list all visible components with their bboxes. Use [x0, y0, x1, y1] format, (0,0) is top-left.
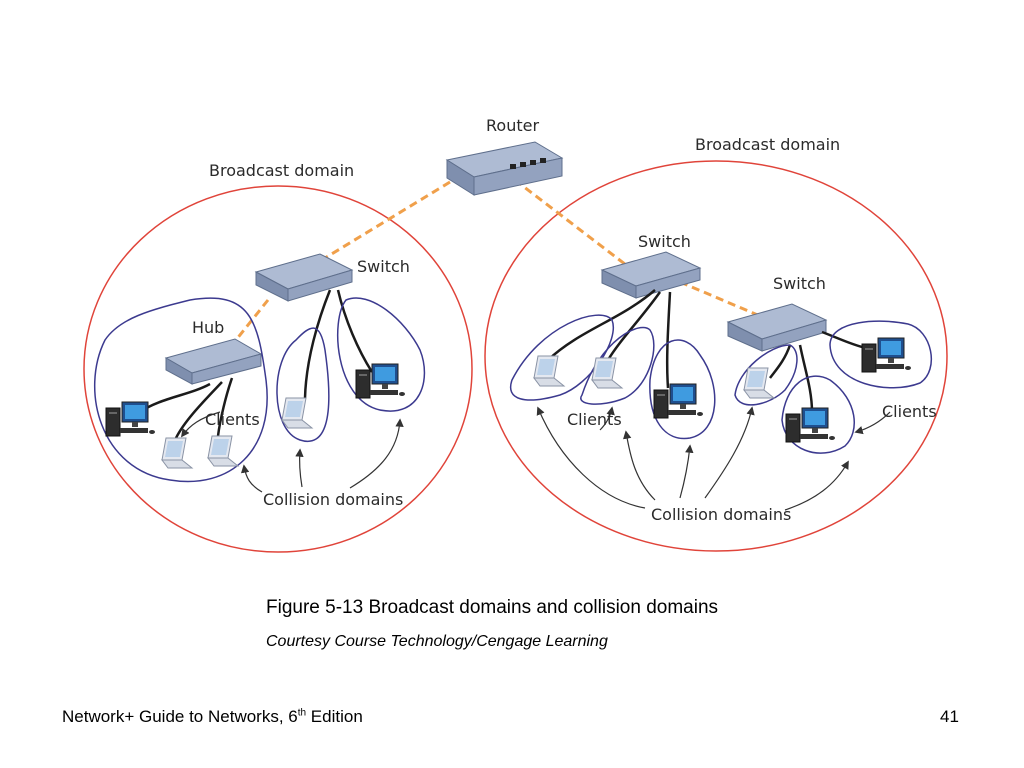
laptop-icon	[281, 397, 313, 429]
collision-domain-boundaries	[93, 297, 933, 483]
collision-arrows	[181, 406, 891, 511]
switch-right-b-icon	[726, 303, 828, 352]
clients-right-a-label: Clients	[567, 410, 622, 429]
router-label: Router	[486, 116, 539, 135]
laptop-icon	[161, 437, 193, 469]
hub-icon	[164, 338, 263, 385]
page-number: 41	[940, 707, 959, 726]
laptop-icon	[533, 355, 565, 387]
broadcast-domain-left-boundary	[83, 185, 473, 553]
desktop-icon	[355, 363, 406, 399]
desktop-icon	[105, 401, 156, 437]
collision-domains-right-label: Collision domains	[651, 505, 791, 524]
desktop-icon	[861, 337, 912, 373]
footer-book-suffix: Edition	[306, 707, 363, 726]
router-icon	[445, 141, 564, 196]
footer-book-sup: th	[297, 707, 307, 719]
switch-right-a-icon	[600, 251, 702, 299]
broadcast-domain-right-label: Broadcast domain	[695, 135, 840, 154]
footer-book-title: Network+ Guide to Networks, 6th Edition	[62, 707, 363, 727]
laptop-icon	[207, 435, 239, 467]
desktop-icon	[653, 383, 704, 419]
switch-left-icon	[254, 253, 354, 302]
broadcast-domain-left-label: Broadcast domain	[209, 161, 354, 180]
figure-credit: Courtesy Course Technology/Cengage Learn…	[266, 633, 608, 650]
figure-caption: Figure 5-13 Broadcast domains and collis…	[266, 597, 719, 618]
uplink-cables	[230, 178, 761, 346]
clients-left-label: Clients	[205, 410, 260, 429]
clients-right-b-label: Clients	[882, 402, 937, 421]
broadcast-domain-right-boundary	[484, 160, 948, 552]
desktop-icon	[785, 407, 836, 443]
collision-domains-left-label: Collision domains	[263, 490, 403, 509]
hub-label: Hub	[192, 318, 224, 337]
footer-book-prefix: Network+ Guide to Networks, 6	[62, 707, 298, 726]
switch-right-a-label: Switch	[638, 232, 691, 251]
laptop-icon	[591, 357, 623, 389]
switch-left-label: Switch	[357, 257, 410, 276]
switch-right-b-label: Switch	[773, 274, 826, 293]
laptop-icon	[743, 367, 775, 399]
